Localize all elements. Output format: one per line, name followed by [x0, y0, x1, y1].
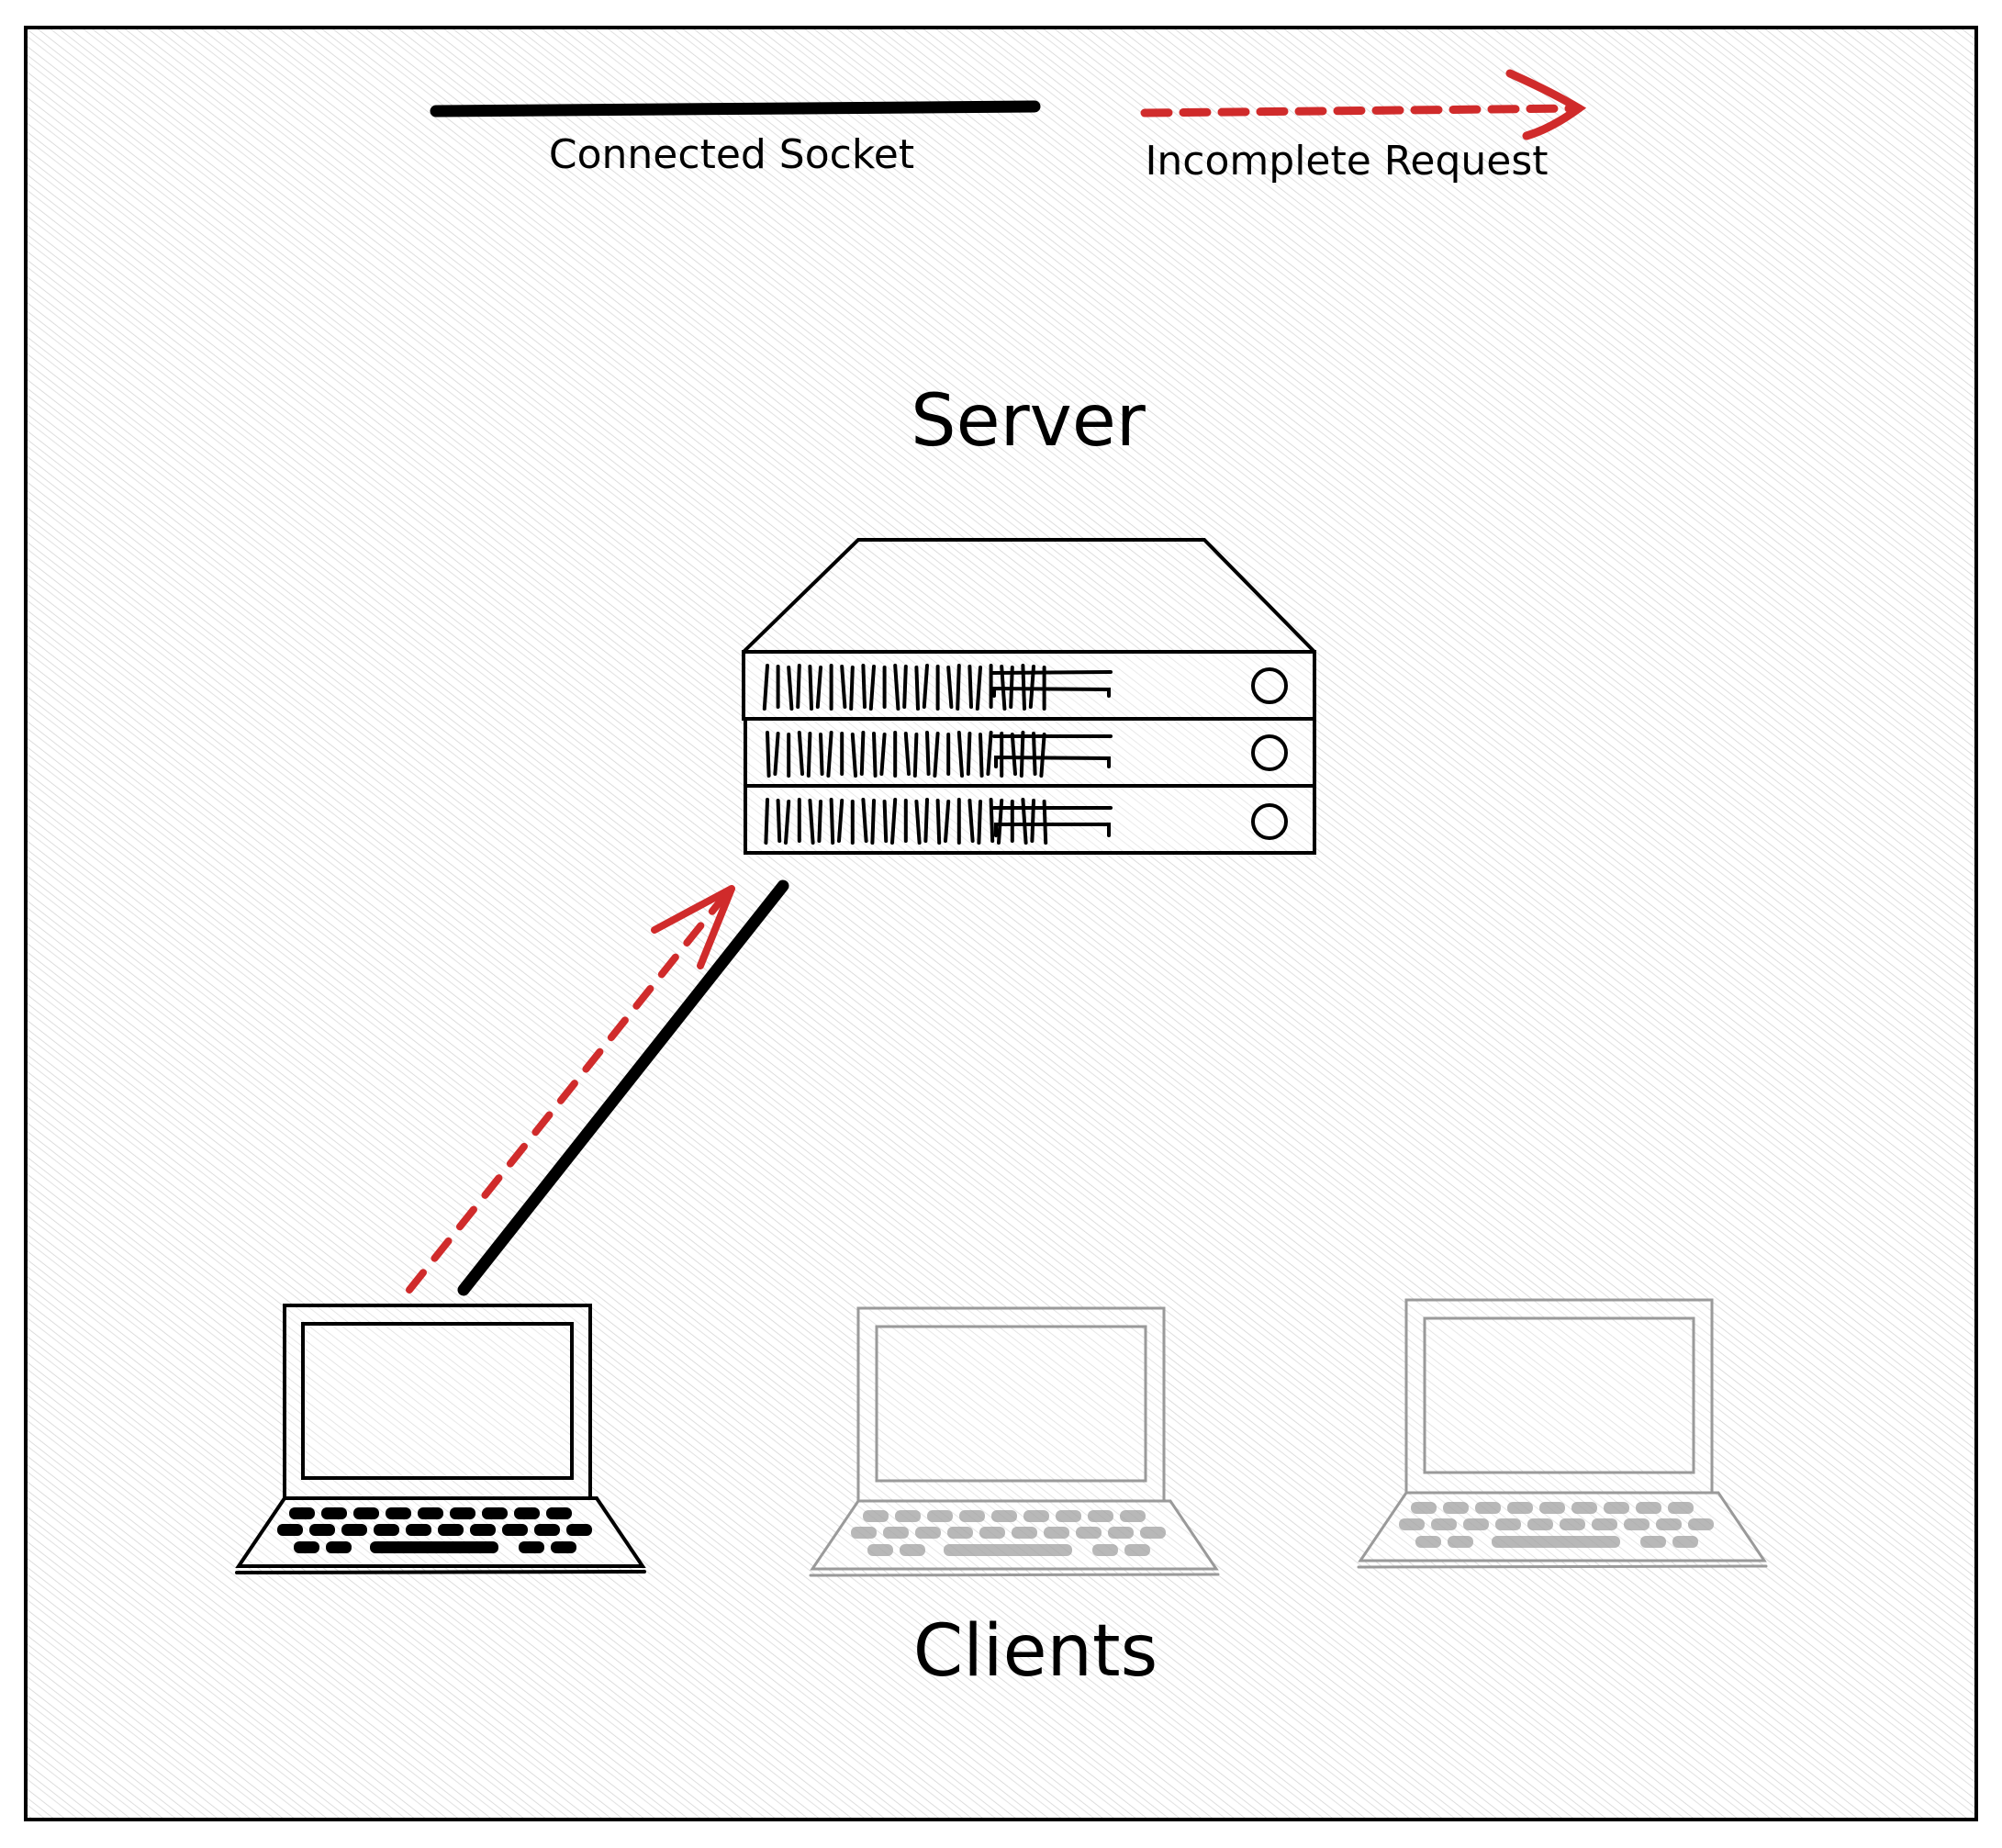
vent-slots — [764, 798, 1048, 845]
laptop-screen — [1423, 1316, 1695, 1474]
client-laptop-inactive — [1357, 1298, 1768, 1569]
diagram-frame — [24, 26, 1978, 1821]
legend-incomplete-request: Incomplete Request — [1140, 69, 1587, 185]
keyboard — [1399, 1502, 1714, 1548]
incomplete-request-arrow — [406, 885, 735, 1294]
client-laptop-inactive — [809, 1306, 1220, 1577]
keyboard — [277, 1507, 592, 1553]
client-laptop-active — [235, 1304, 646, 1574]
legend-connected-socket-label: Connected Socket — [549, 131, 914, 178]
connected-socket-line — [457, 879, 789, 1296]
server-unit — [744, 784, 1316, 855]
dashed-arrow-icon — [1140, 69, 1587, 140]
laptop-screen — [301, 1322, 574, 1480]
legend-incomplete-request-label: Incomplete Request — [1145, 138, 1548, 185]
laptop-screen — [875, 1325, 1147, 1483]
clients-group — [235, 1298, 1768, 1577]
legend: Connected Socket Incomplete Request — [430, 69, 1587, 185]
keyboard — [851, 1510, 1166, 1556]
server-unit — [742, 650, 1316, 721]
clients-title: Clients — [913, 1610, 1158, 1693]
laptop-lid — [1404, 1298, 1714, 1495]
solid-line-icon — [430, 100, 1041, 118]
legend-connected-socket: Connected Socket — [430, 100, 1041, 178]
laptop-lid — [283, 1304, 592, 1500]
server-unit — [744, 717, 1316, 788]
vent-slots — [766, 731, 1046, 778]
server-title: Server — [911, 380, 1146, 463]
server-rack-icon — [742, 538, 1316, 855]
laptop-lid — [856, 1306, 1166, 1503]
